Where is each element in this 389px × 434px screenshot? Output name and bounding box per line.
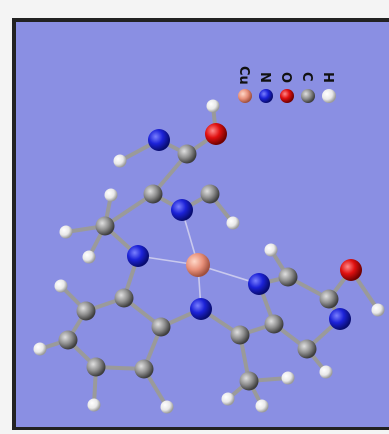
atom-n3 — [248, 273, 270, 295]
atom-h4 — [59, 225, 73, 239]
atom-c9 — [134, 359, 154, 379]
legend-item-o: O — [278, 72, 294, 103]
atom-c1 — [143, 184, 163, 204]
atom-n5 — [148, 129, 170, 151]
legend-item-h: H — [320, 72, 336, 103]
legend-ball-c — [301, 89, 315, 103]
atom-h10 — [226, 216, 240, 230]
atom-h5 — [82, 250, 96, 264]
atom-c12 — [264, 314, 284, 334]
atom-c5 — [114, 288, 134, 308]
atom-h1 — [206, 99, 220, 113]
legend-item-cu: Cu — [236, 66, 252, 103]
atom-h15 — [255, 399, 269, 413]
atom-h11 — [264, 243, 278, 257]
legend-item-c: C — [299, 72, 315, 103]
atom-h7 — [33, 342, 47, 356]
legend-ball-o — [280, 89, 294, 103]
legend-ball-cu — [238, 89, 252, 103]
atom-c13 — [278, 267, 298, 287]
atom-c4 — [95, 216, 115, 236]
molecule-structure: Cu N O C H — [33, 66, 385, 414]
atom-c10 — [151, 317, 171, 337]
atom-n2 — [171, 199, 193, 221]
legend-label-h: H — [320, 72, 335, 83]
atom-h14 — [281, 371, 295, 385]
atom-c6 — [76, 301, 96, 321]
atom-c2 — [177, 144, 197, 164]
atom-c3 — [200, 184, 220, 204]
element-legend: Cu N O C H — [236, 66, 336, 103]
atom-h2 — [113, 154, 127, 168]
bond-c1-c4 — [103, 192, 155, 228]
legend-label-cu: Cu — [236, 66, 251, 85]
atom-h16 — [371, 303, 385, 317]
atom-h9 — [160, 400, 174, 414]
atom-n6 — [329, 308, 351, 330]
legend-item-n: N — [257, 72, 273, 103]
legend-label-n: N — [257, 72, 272, 83]
atoms-layer — [33, 99, 385, 414]
atom-h13 — [221, 392, 235, 406]
legend-label-c: C — [299, 72, 314, 82]
molecule-viewport[interactable]: Cu N O C H — [12, 18, 389, 430]
atom-n4 — [190, 298, 212, 320]
atom-h3 — [104, 188, 118, 202]
atom-h12 — [319, 365, 333, 379]
atom-o1 — [205, 123, 227, 145]
atom-c8 — [86, 357, 106, 377]
atom-c16 — [239, 371, 259, 391]
atom-h8 — [87, 398, 101, 412]
atom-o2 — [340, 259, 362, 281]
atom-c14 — [319, 289, 339, 309]
atom-n1 — [127, 245, 149, 267]
atom-cu — [186, 253, 210, 277]
legend-label-o: O — [278, 72, 293, 83]
atom-h6 — [54, 279, 68, 293]
legend-ball-n — [259, 89, 273, 103]
atom-c7 — [58, 330, 78, 350]
atom-c11 — [230, 325, 250, 345]
atom-c15 — [297, 339, 317, 359]
legend-ball-h — [322, 89, 336, 103]
